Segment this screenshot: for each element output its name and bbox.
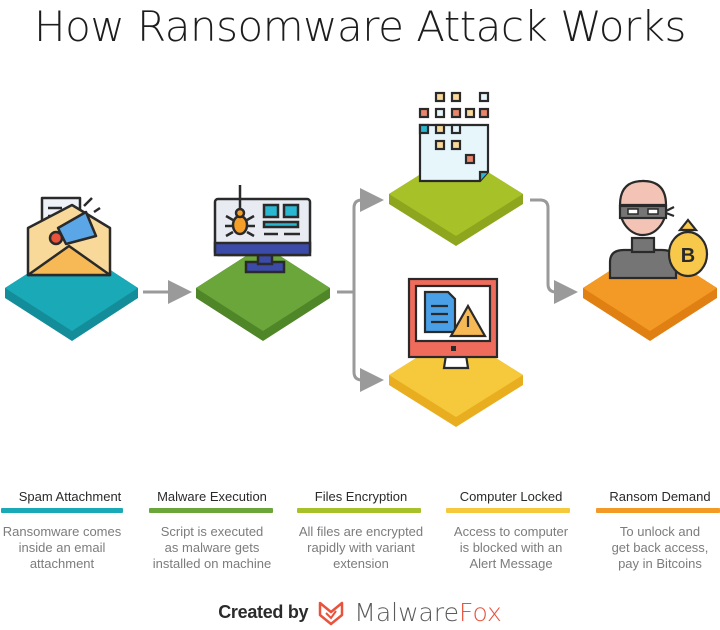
step-label: Spam Attachment — [18, 489, 122, 504]
step-description: Script is executed as malware gets insta… — [152, 524, 272, 571]
footer-credit: Created by MalwareFox — [0, 598, 720, 627]
brand-name: MalwareFox — [354, 598, 502, 627]
step-color-bar — [446, 508, 570, 513]
arrow-encryption-to-ransom — [530, 198, 578, 304]
step-description: To unlock and get back access, pay in Bi… — [611, 524, 709, 571]
step-color-bar — [596, 508, 720, 513]
platform-execution — [196, 245, 330, 341]
flow-arrows — [143, 188, 578, 392]
malwarefox-logo-icon — [319, 601, 344, 625]
arrow-execution-to-locked — [352, 292, 384, 392]
step-description: All files are encrypted rapidly with var… — [298, 524, 424, 571]
monitor-warning-icon — [407, 277, 499, 370]
step-label: Malware Execution — [157, 489, 267, 504]
step-label: Files Encryption — [314, 489, 408, 504]
step-color-bar — [1, 508, 123, 513]
monitor-bug-icon — [213, 185, 312, 274]
step-color-bar — [297, 508, 421, 513]
step-label: Computer Locked — [459, 489, 563, 504]
file-encrypted-icon — [418, 91, 490, 183]
step-description: Ransomware comes inside an email attachm… — [2, 524, 122, 571]
step-label: Ransom Demand — [609, 489, 711, 504]
hacker-bitcoin-icon: B — [608, 179, 709, 280]
arrow-execution-to-encryption — [337, 188, 384, 294]
email-megaphone-icon — [26, 196, 112, 277]
created-by-label: Created by — [218, 602, 309, 622]
page-title: How Ransomware Attack Works — [34, 2, 686, 51]
step-description: Access to computer is blocked with an Al… — [453, 524, 569, 571]
svg-text:B: B — [681, 245, 695, 267]
flow-diagram: B — [5, 91, 717, 427]
step-color-bar — [149, 508, 273, 513]
